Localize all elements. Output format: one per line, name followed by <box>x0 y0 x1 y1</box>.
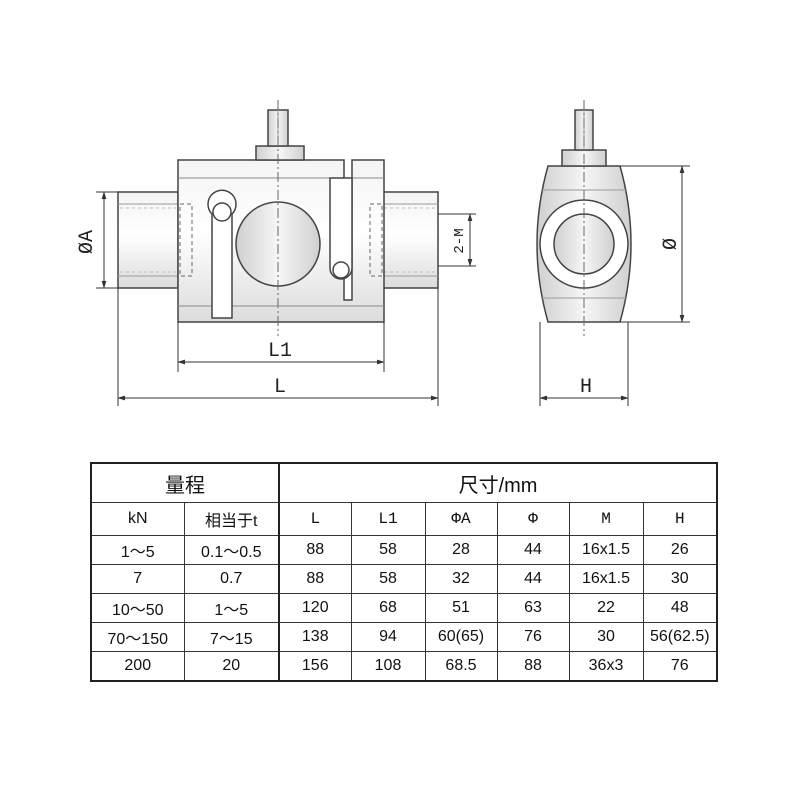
table-row: 10～50 1～5 120 68 51 63 22 48 <box>90 593 718 623</box>
header-range: 量程 <box>90 462 280 503</box>
table-cell: 70～150 <box>90 622 185 652</box>
table-cell: 58 <box>350 564 426 594</box>
table-cell: 22 <box>568 593 644 623</box>
col-l: L <box>278 502 352 536</box>
header-size: 尺寸/mm <box>277 462 718 503</box>
table-cell: 58 <box>350 535 426 565</box>
table-cell: 26 <box>642 535 718 565</box>
table-cell: 10～50 <box>90 593 185 623</box>
table-cell: 88 <box>496 651 570 682</box>
table-cell: 36x3 <box>568 651 644 682</box>
table-cell: 20 <box>183 651 280 682</box>
table-cell: 138 <box>278 622 352 652</box>
label-l1: L1 <box>268 340 292 363</box>
table-cell: 68 <box>350 593 426 623</box>
table-cell: 200 <box>90 651 185 682</box>
front-dimensions <box>96 191 476 406</box>
right-threaded-end <box>381 191 439 289</box>
table-cell: 94 <box>350 622 426 652</box>
table-cell: 51 <box>424 593 498 623</box>
label-l: L <box>274 376 286 399</box>
table-cell: 1～5 <box>90 535 185 565</box>
label-diameter-phi: Ø <box>660 238 683 250</box>
table-row: 200 20 156 108 68.5 88 36x3 76 <box>90 651 718 682</box>
label-h: H <box>580 376 592 399</box>
spec-table: 量程 尺寸/mm kN 相当于t L L1 ΦA Φ M H 1～5 0.1～0… <box>90 462 719 682</box>
table-cell: 48 <box>642 593 718 623</box>
top-nut <box>255 145 305 161</box>
col-phi-a: ΦA <box>424 502 498 536</box>
side-dimensions <box>539 165 690 406</box>
table-cell: 44 <box>496 564 570 594</box>
table-cell: 108 <box>350 651 426 682</box>
table-cell: 30 <box>568 622 644 652</box>
label-diameter-a: ØA <box>76 230 99 254</box>
table-cell: 16x1.5 <box>568 564 644 594</box>
table-cell: 7 <box>90 564 185 594</box>
table-cell: 60(65) <box>424 622 498 652</box>
col-l1: L1 <box>350 502 426 536</box>
col-ton: 相当于t <box>183 502 280 536</box>
table-cell: 28 <box>424 535 498 565</box>
table-cell: 32 <box>424 564 498 594</box>
table-cell: 44 <box>496 535 570 565</box>
col-m: M <box>568 502 644 536</box>
label-thread-m: 2-M <box>452 228 468 253</box>
col-kn: kN <box>90 502 185 536</box>
table-cell: 88 <box>278 535 352 565</box>
col-h: H <box>642 502 718 536</box>
table-cell: 1～5 <box>183 593 280 623</box>
col-phi: Φ <box>496 502 570 536</box>
table-cell: 30 <box>642 564 718 594</box>
table-cell: 120 <box>278 593 352 623</box>
table-cell: 88 <box>278 564 352 594</box>
table-cell: 0.7 <box>183 564 280 594</box>
table-cell: 0.1～0.5 <box>183 535 280 565</box>
side-view <box>536 100 632 336</box>
table-cell: 56(62.5) <box>642 622 718 652</box>
table-cell: 76 <box>496 622 570 652</box>
table-row: 70～150 7～15 138 94 60(65) 76 30 56(62.5) <box>90 622 718 652</box>
table-cell: 156 <box>278 651 352 682</box>
table-cell: 63 <box>496 593 570 623</box>
table-cell: 7～15 <box>183 622 280 652</box>
table-cell: 76 <box>642 651 718 682</box>
front-view <box>117 100 439 336</box>
table-row: 1～5 0.1～0.5 88 58 28 44 16x1.5 26 <box>90 535 718 565</box>
table-row: 7 0.7 88 58 32 44 16x1.5 30 <box>90 564 718 594</box>
left-threaded-end <box>117 191 179 289</box>
table-cell: 16x1.5 <box>568 535 644 565</box>
table-cell: 68.5 <box>424 651 498 682</box>
technical-drawing: ØA 2-M L1 L Ø H <box>76 100 690 406</box>
